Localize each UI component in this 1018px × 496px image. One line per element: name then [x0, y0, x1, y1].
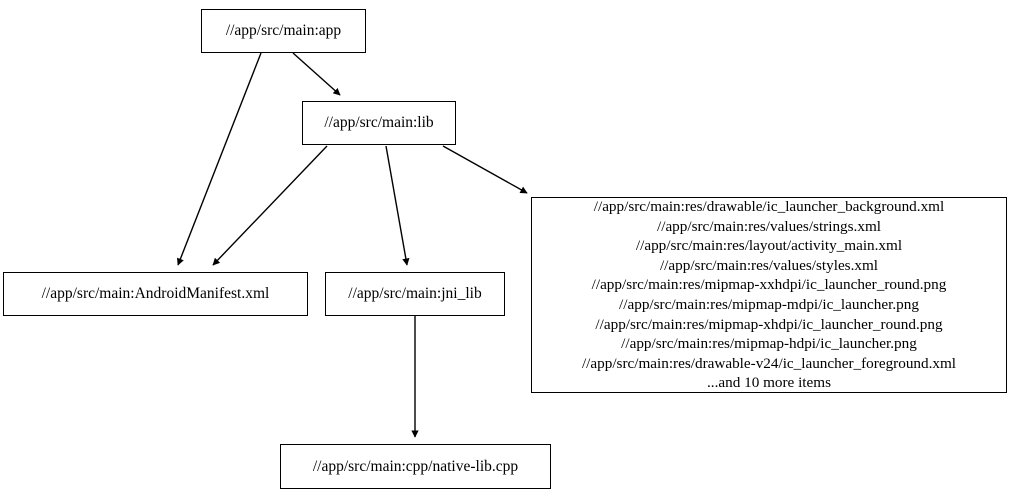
resources-cluster-line: //app/src/main:res/layout/activity_main.…	[635, 237, 903, 255]
graph-node-native-lib-cpp[interactable]: //app/src/main:cpp/native-lib.cpp	[280, 444, 551, 489]
resources-cluster-line: //app/src/main:res/drawable-v24/ic_launc…	[581, 354, 957, 372]
graph-node-jni-lib[interactable]: //app/src/main:jni_lib	[325, 272, 505, 316]
resources-cluster-line: //app/src/main:res/mipmap-mdpi/ic_launch…	[619, 296, 919, 313]
graph-node-resources-cluster[interactable]: //app/src/main:res/drawable/ic_launcher_…	[531, 197, 1007, 393]
graph-node-app[interactable]: //app/src/main:app	[201, 9, 366, 53]
edge-lib-to-manifest	[212, 145, 328, 266]
resources-cluster-line: //app/src/main:res/values/strings.xml	[657, 217, 881, 235]
graph-node-lib[interactable]: //app/src/main:lib	[302, 101, 456, 145]
graph-node-jni-lib-label: //app/src/main:jni_lib	[348, 285, 482, 303]
edge-lib-to-jni-lib	[385, 145, 410, 266]
resources-cluster-overflow-label: ...and 10 more items	[706, 374, 831, 392]
edge-lib-to-resources	[442, 145, 528, 194]
resources-cluster-line: //app/src/main:res/mipmap-xxhdpi/ic_laun…	[591, 276, 947, 294]
edge-app-to-manifest	[176, 52, 262, 266]
graph-node-app-label: //app/src/main:app	[225, 22, 342, 40]
graph-node-android-manifest[interactable]: //app/src/main:AndroidManifest.xml	[3, 272, 308, 316]
edge-app-to-lib	[292, 52, 341, 96]
resources-cluster-line: //app/src/main:res/mipmap-hdpi/ic_launch…	[621, 335, 917, 353]
resources-cluster-line: //app/src/main:res/drawable/ic_launcher_…	[593, 198, 945, 216]
graph-node-android-manifest-label: //app/src/main:AndroidManifest.xml	[41, 285, 270, 303]
resources-cluster-line: //app/src/main:res/mipmap-xhdpi/ic_launc…	[595, 315, 943, 333]
resources-cluster-line: //app/src/main:res/values/styles.xml	[659, 256, 879, 274]
graph-node-native-lib-cpp-label: //app/src/main:cpp/native-lib.cpp	[312, 457, 519, 475]
graph-node-lib-label: //app/src/main:lib	[324, 114, 434, 132]
resources-cluster-line-list: //app/src/main:res/drawable/ic_launcher_…	[582, 197, 956, 393]
